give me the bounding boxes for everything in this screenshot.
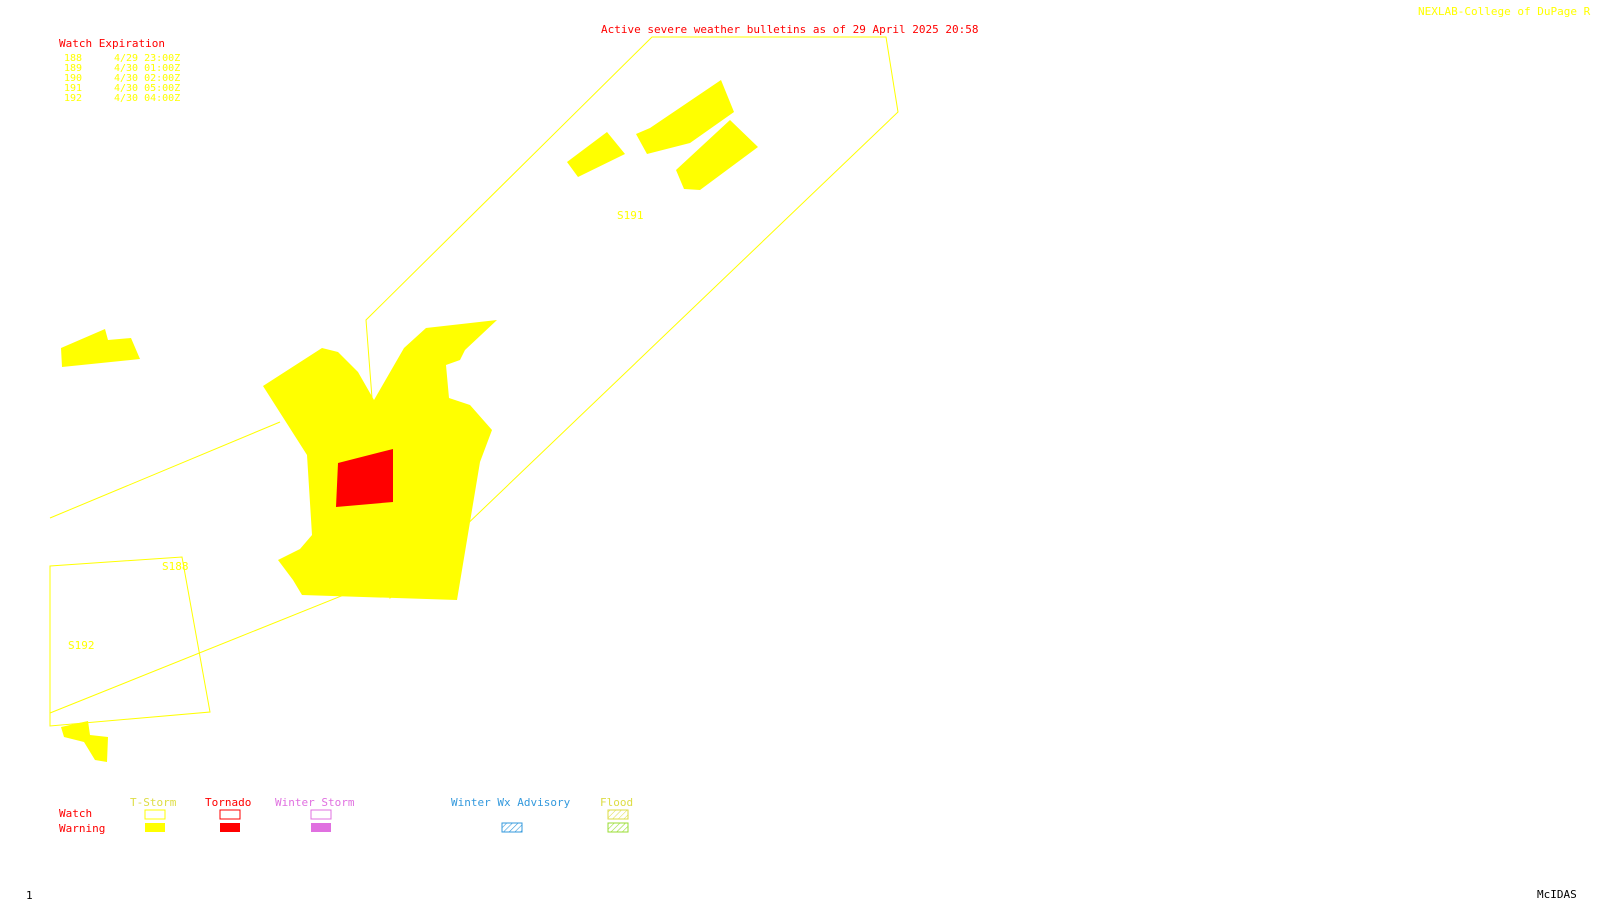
tstorm-warning-polygon — [61, 721, 108, 762]
tstorm-warning-swatch — [145, 823, 165, 832]
watch-label-s191: S191 — [617, 209, 644, 222]
tstorm-watch-swatch — [144, 809, 166, 820]
map-title: Active severe weather bulletins as of 29… — [601, 23, 979, 36]
winter-storm-warning-swatch — [311, 823, 331, 832]
legend-watch-label: Watch — [59, 807, 93, 820]
tornado-warning-polygon — [336, 449, 393, 507]
watch-expiration-heading: Watch Expiration — [59, 37, 165, 50]
winter-advisory-swatch — [501, 822, 523, 833]
tornado-watch-swatch — [219, 809, 241, 820]
frame-number: 1 — [26, 889, 33, 902]
watch-188-outline — [49, 421, 281, 519]
software-label: McIDAS — [1537, 888, 1577, 901]
nexlab-credit: NEXLAB-College of DuPage R — [1418, 5, 1591, 18]
watch-192-outline — [49, 556, 211, 727]
watch-191-outline — [365, 36, 899, 599]
watch-label-s192: S192 — [68, 639, 95, 652]
tstorm-warning-polygon — [636, 80, 734, 154]
legend-winter-advisory-label: Winter Wx Advisory — [451, 796, 571, 809]
tstorm-warning-polygon — [61, 329, 140, 367]
watch-188-lower-edge — [49, 577, 387, 714]
legend-warning-label: Warning — [59, 822, 106, 835]
tornado-warning-swatch — [220, 823, 240, 832]
legend-winter-storm-label: Winter Storm — [275, 796, 355, 809]
legend-flood-label: Flood — [600, 796, 634, 809]
watch-label-s188: S188 — [162, 560, 189, 573]
flood-watch-swatch — [607, 809, 629, 820]
winter-storm-watch-swatch — [310, 809, 332, 820]
flood-warning-swatch — [607, 822, 629, 833]
tstorm-warning-polygon — [676, 120, 758, 190]
legend-tstorm-label: T-Storm — [130, 796, 177, 809]
tstorm-warning-polygon — [567, 132, 625, 177]
legend-tornado-label: Tornado — [205, 796, 252, 809]
